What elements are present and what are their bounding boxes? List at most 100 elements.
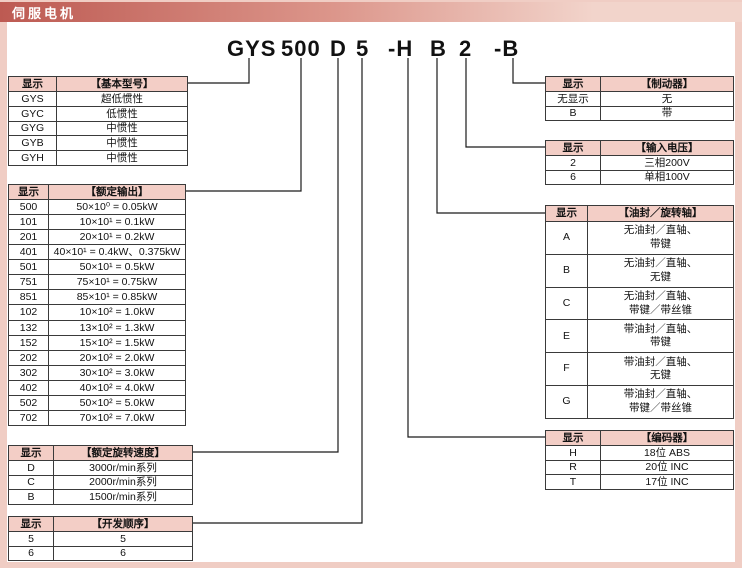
table-cell: GYS xyxy=(8,91,57,107)
table-cell: 1500r/min系列 xyxy=(53,489,193,505)
model-segment-encoder: -H xyxy=(388,36,414,61)
table-cell: 中惯性 xyxy=(56,135,188,152)
table-cell: 6 xyxy=(545,169,601,185)
table-header-row: 显示【油封／旋转轴】 xyxy=(545,205,734,222)
table-cell: 20×10¹ = 0.2kW xyxy=(48,229,186,246)
table-cell: 85×10¹ = 0.85kW xyxy=(48,289,186,306)
table-cell: 40×10¹ = 0.4kW、0.375kW xyxy=(48,244,186,261)
table-cell: 三相200V xyxy=(600,155,734,171)
table-cell: 502 xyxy=(8,394,49,411)
model-segment-voltage: 2 xyxy=(459,36,473,61)
table-cell: 2 xyxy=(545,155,601,171)
table-cell: 6 xyxy=(8,545,54,561)
table-cell: 带油封／直轴、 无键 xyxy=(587,352,734,387)
table-header-cell: 【油封／旋转轴】 xyxy=(587,205,734,222)
table-cell: 6 xyxy=(53,545,193,561)
table-cell: F xyxy=(545,352,588,387)
table-cell: 20位 INC xyxy=(600,459,734,476)
model-segment-oilseal: B xyxy=(430,36,447,61)
table-cell: 202 xyxy=(8,349,49,366)
table-header-row: 显示【额定旋转速度】 xyxy=(8,445,193,461)
table-cell: 17位 INC xyxy=(600,474,734,490)
table-cell: 702 xyxy=(8,409,49,427)
table-cell: 无油封／直轴、 带键 xyxy=(587,221,734,255)
table-header-cell: 【输入电压】 xyxy=(600,140,734,156)
table-cell: 18位 ABS xyxy=(600,445,734,461)
table-cell: 带油封／直轴、 带键 xyxy=(587,319,734,354)
table-cell: 851 xyxy=(8,289,49,306)
table-header-cell: 显示 xyxy=(545,76,601,92)
table-cell: 13×10² = 1.3kW xyxy=(48,319,186,336)
table-cell: 无 xyxy=(600,91,734,107)
model-segment-brake: -B xyxy=(494,36,520,61)
model-segment-sequence: 5 xyxy=(356,36,370,61)
table-header-cell: 显示 xyxy=(8,76,57,92)
page-header-bar: 伺服电机 xyxy=(0,2,742,22)
table-cell: 751 xyxy=(8,274,49,291)
table-cell: 101 xyxy=(8,214,49,231)
table-header-row: 显示【编码器】 xyxy=(545,430,734,446)
table-cell: B xyxy=(545,253,588,288)
table-cell: R xyxy=(545,459,601,476)
table-cell: GYG xyxy=(8,120,57,137)
model-segment-basic: GYS xyxy=(227,36,277,61)
table-cell: GYC xyxy=(8,105,57,122)
table-cell: 132 xyxy=(8,319,49,336)
table-cell: 40×10² = 4.0kW xyxy=(48,379,186,396)
table-cell: 2000r/min系列 xyxy=(53,474,193,491)
table-cell: 10×10¹ = 0.1kW xyxy=(48,214,186,231)
table-cell: 20×10² = 2.0kW xyxy=(48,349,186,366)
table-cell: 中惯性 xyxy=(56,150,188,166)
table-cell: G xyxy=(545,385,588,419)
table-cell: 500 xyxy=(8,198,49,216)
table-header-cell: 【开发顺序】 xyxy=(53,516,193,532)
table-cell: 带 xyxy=(600,105,734,121)
table-header-row: 显示【基本型号】 xyxy=(8,76,188,92)
table-header-cell: 【基本型号】 xyxy=(56,76,188,92)
table-cell: 带油封／直轴、 带键／带丝锥 xyxy=(587,385,734,419)
table-cell: 75×10¹ = 0.75kW xyxy=(48,274,186,291)
table-cell: 50×10² = 5.0kW xyxy=(48,394,186,411)
table-cell: 152 xyxy=(8,334,49,351)
table-cell: GYB xyxy=(8,135,57,152)
table-cell: 10×10² = 1.0kW xyxy=(48,304,186,321)
page-title: 伺服电机 xyxy=(12,5,77,21)
table-cell: 70×10² = 7.0kW xyxy=(48,409,186,427)
table-cell: D xyxy=(8,460,54,476)
table-cell: 30×10² = 3.0kW xyxy=(48,364,186,381)
table-cell: T xyxy=(545,474,601,490)
table-cell: 402 xyxy=(8,379,49,396)
table-cell: 501 xyxy=(8,259,49,276)
table-cell: H xyxy=(545,445,601,461)
table-cell: 无油封／直轴、 无键 xyxy=(587,253,734,288)
table-cell: 无油封／直轴、 带键／带丝锥 xyxy=(587,286,734,321)
table-header-cell: 【制动器】 xyxy=(600,76,734,92)
